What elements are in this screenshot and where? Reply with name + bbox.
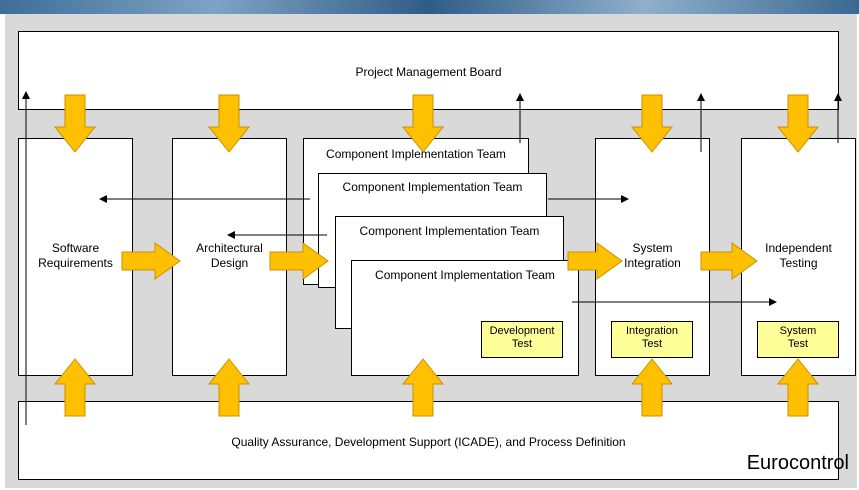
component-team-3-label: Component Implementation Team xyxy=(359,224,540,238)
system-test-box: System Test xyxy=(757,321,839,358)
down-arrow-system-integration xyxy=(630,94,674,153)
component-team-1-label: Component Implementation Team xyxy=(326,147,506,161)
right-arrow-design-to-components xyxy=(269,242,329,280)
up-arrow-system-test xyxy=(776,358,820,417)
development-test-box: Development Test xyxy=(481,321,563,358)
down-arrow-architectural-design xyxy=(207,94,251,153)
pmb-label: Project Management Board xyxy=(355,65,502,79)
top-banner-strip xyxy=(0,0,859,14)
up-arrow-software-requirements xyxy=(53,358,97,417)
right-arrow-integration-to-testing xyxy=(700,242,758,280)
down-arrow-independent-testing xyxy=(776,94,820,153)
qa-label: Quality Assurance, Development Support (… xyxy=(231,435,626,449)
down-arrow-component-team xyxy=(401,94,445,153)
architectural-design-box: Architectural Design xyxy=(172,138,287,376)
component-team-4-label: Component Implementation Team xyxy=(375,268,555,282)
component-team-2-label: Component Implementation Team xyxy=(342,180,523,194)
down-arrow-software-requirements xyxy=(53,94,97,153)
system-integration-label: System Integration xyxy=(624,241,681,270)
eurocontrol-logo-text: Eurocontrol xyxy=(746,452,849,474)
up-arrow-integration-test xyxy=(630,358,674,417)
software-requirements-label: Software Requirements xyxy=(38,241,113,270)
up-arrow-architectural-design xyxy=(207,358,251,417)
architectural-design-label: Architectural Design xyxy=(196,241,263,270)
right-arrow-requirements-to-design xyxy=(121,242,181,280)
up-arrow-component-team xyxy=(401,358,445,417)
right-arrow-components-to-integration xyxy=(567,242,623,280)
integration-test-box: Integration Test xyxy=(611,321,693,358)
independent-testing-label: Independent Testing xyxy=(765,241,832,270)
